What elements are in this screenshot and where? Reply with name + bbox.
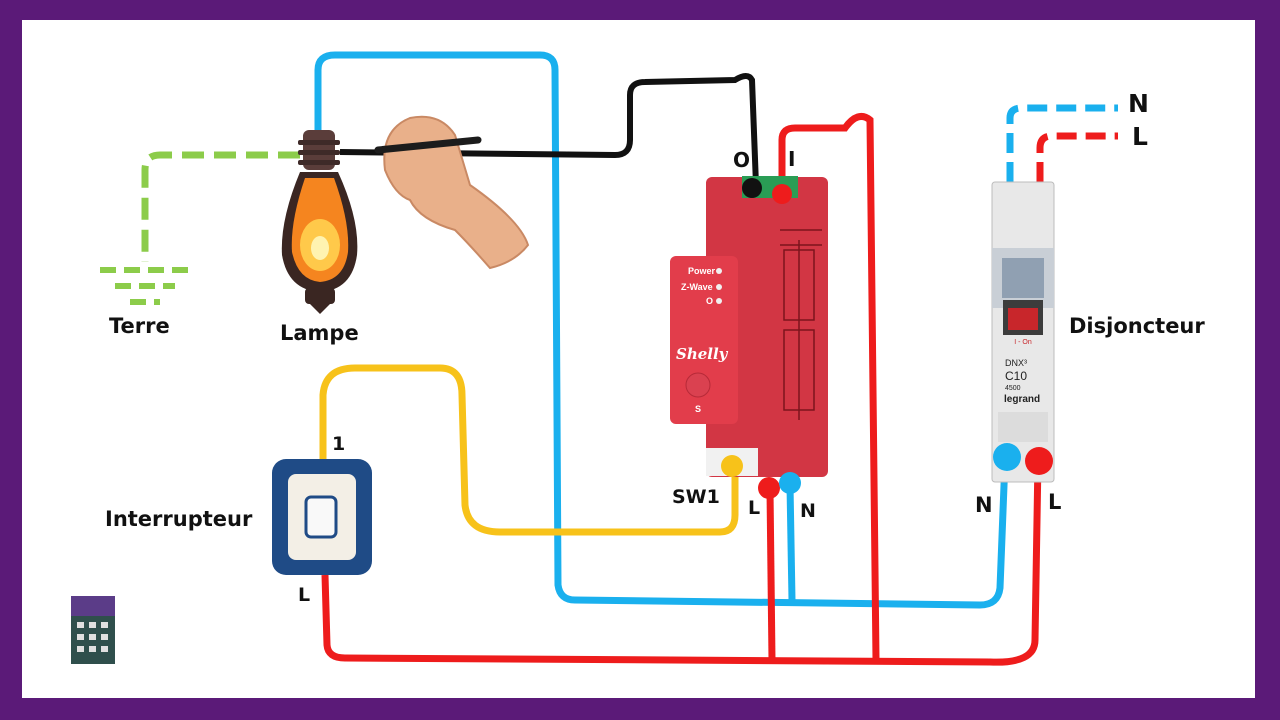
switch[interactable] <box>272 459 372 575</box>
live-wire-main <box>321 459 1042 666</box>
relay-led-power: Power <box>688 266 716 276</box>
relay-brand: Shelly <box>676 345 729 363</box>
relay-led-zwave: Z-Wave <box>681 282 713 292</box>
breaker-terminal-N <box>993 443 1021 471</box>
label-terre: Terre <box>109 314 170 338</box>
supply-live-dashed <box>1036 132 1118 182</box>
relay-led-o: O <box>706 296 713 306</box>
earth-wire <box>141 151 300 262</box>
label-relay-SW1: SW1 <box>672 486 720 508</box>
relay-terminal-I <box>772 184 792 204</box>
live-wire-relay-I <box>778 112 880 661</box>
label-disjoncteur: Disjoncteur <box>1069 314 1205 338</box>
relay-leds <box>716 268 722 304</box>
switch-wire <box>319 364 739 536</box>
supply-neutral-dashed <box>1006 104 1118 182</box>
neutral-wire-lamp <box>314 51 1009 609</box>
relay-terminal-L <box>758 477 780 499</box>
channel-logo <box>71 596 115 664</box>
neutral-wire-relay <box>786 484 796 601</box>
relay-unit-digit: S <box>695 404 701 414</box>
label-relay-N: N <box>800 500 816 522</box>
breaker-code: 4500 <box>1005 385 1021 392</box>
breaker-rating: C10 <box>1005 369 1027 383</box>
label-relay-L: L <box>748 497 760 519</box>
label-interrupteur: Interrupteur <box>105 507 253 531</box>
relay-terminal-SW1 <box>721 455 743 477</box>
label-relay-I: I <box>788 147 795 171</box>
output-wire <box>339 73 759 186</box>
breaker-brand: legrand <box>1004 394 1040 405</box>
lamp <box>281 130 358 314</box>
relay-terminal-O <box>742 178 762 198</box>
label-switch-L: L <box>298 584 310 606</box>
pen-icon <box>374 136 482 154</box>
label-relay-O: O <box>733 148 750 172</box>
label-breaker-L: L <box>1048 490 1061 514</box>
label-breaker-N: N <box>975 493 993 517</box>
earth-symbol <box>100 267 190 305</box>
breaker-terminal-L <box>1025 447 1053 475</box>
breaker-model: DNX³ <box>1005 358 1027 368</box>
relay-button[interactable] <box>685 372 711 398</box>
label-switch-1: 1 <box>332 433 345 455</box>
circuit-breaker: I - On DNX³ C10 4500 legrand <box>991 181 1055 483</box>
breaker-toggle-text: I - On <box>1014 339 1032 346</box>
live-wire-relay-L <box>766 489 776 661</box>
label-lampe: Lampe <box>280 321 359 345</box>
label-supply-N: N <box>1128 89 1149 118</box>
diagram-background <box>22 20 1255 698</box>
hand-drawing-illustration <box>374 115 530 270</box>
relay-terminal-N <box>779 472 801 494</box>
label-supply-L: L <box>1132 122 1148 151</box>
